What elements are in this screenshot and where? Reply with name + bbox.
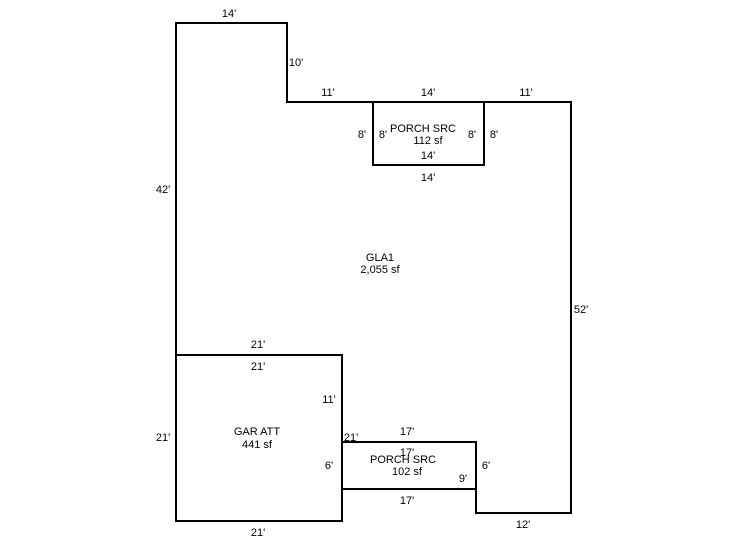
dim-gla-bottom-right: 12': [516, 519, 530, 531]
porch-bottom-outline: [341, 441, 477, 490]
dim-porch-bottom-top-outer: 17': [400, 426, 414, 438]
dim-gla-top-mid-left: 11': [321, 87, 335, 99]
dim-garage-top-inner: 21': [251, 361, 265, 373]
dim-garage-right-lower: 6': [325, 460, 333, 472]
dim-porch-bottom-top-inner: 17': [400, 447, 414, 459]
dim-gla-top-mid-right: 11': [519, 87, 533, 99]
dim-gla-step-down: 10': [289, 57, 303, 69]
porch-top-name: PORCH SRC: [390, 123, 456, 135]
dim-gla-right: 52': [574, 304, 588, 316]
dim-porch-top-right-outer: 8': [490, 129, 498, 141]
porch-top-size: 112 sf: [413, 135, 443, 147]
dim-gla-top-left: 14': [222, 8, 236, 20]
garage-size: 441 sf: [242, 439, 273, 451]
gla1-size: 2,055 sf: [360, 264, 400, 276]
dim-garage-bottom: 21': [251, 527, 265, 539]
dim-porch-top-bottom-outer: 14': [421, 172, 435, 184]
porch-top-outline: [372, 101, 485, 166]
dim-garage-top-outer: 21': [251, 339, 265, 351]
dim-porch-top-bottom-inner: 14': [421, 150, 435, 162]
porch-bottom-size: 102 sf: [392, 466, 423, 478]
dim-porch-bottom-right-outer: 6': [482, 460, 490, 472]
dim-gla-left: 42': [156, 184, 170, 196]
dim-porch-top-right-inner: 8': [468, 129, 476, 141]
dim-porch-bottom-right-inner: 9': [459, 473, 467, 485]
dim-porch-bottom-bottom: 17': [400, 495, 414, 507]
dim-garage-left: 21': [156, 432, 170, 444]
porch-bottom-name: PORCH SRC: [370, 454, 436, 466]
dim-porch-top-left-outer: 8': [358, 129, 366, 141]
gla1-name: GLA1: [366, 252, 394, 264]
garage-outline: [175, 354, 343, 522]
dim-porch-top-left-inner: 8': [379, 129, 387, 141]
garage-name: GAR ATT: [234, 426, 281, 438]
dim-gla-top-center: 14': [421, 87, 435, 99]
dim-garage-right-inner: 21': [344, 432, 358, 444]
dim-garage-right-upper: 11': [322, 394, 336, 406]
